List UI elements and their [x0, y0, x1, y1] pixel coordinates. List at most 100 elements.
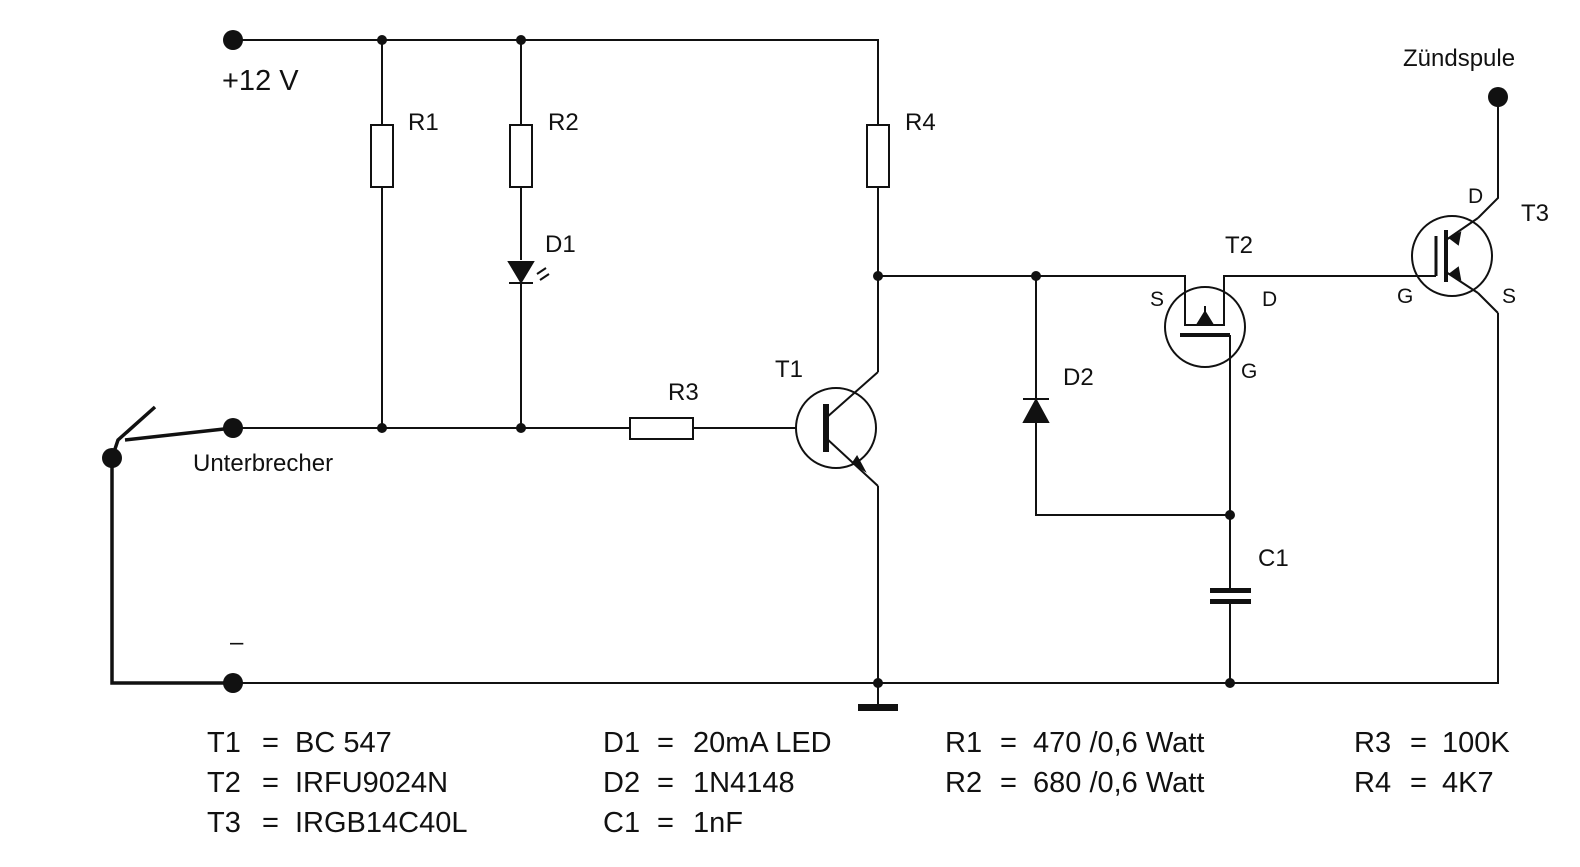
wire-collector-node [878, 275, 1186, 303]
wire-t3-drain [1477, 97, 1499, 219]
terminal-coil [1488, 87, 1508, 107]
transistor-t2 [1164, 286, 1246, 368]
transistor-t2-arrow [1195, 310, 1215, 326]
pin-t2-s: S [1150, 288, 1164, 311]
junction-collector [873, 271, 883, 281]
bom-value: 470 /0,6 Watt [1033, 727, 1204, 759]
junction-c1-top [1225, 510, 1235, 520]
bom-value: IRGB14C40L [295, 807, 468, 839]
bom-ref: D2 [603, 767, 640, 799]
wire-d2-branch [1035, 276, 1230, 516]
transistor-t1-arrow [851, 455, 867, 473]
bom-entry: R4 = 4K7 [1354, 767, 1494, 799]
junction-c1-bottom [1225, 678, 1235, 688]
wire-negative-rail [233, 313, 1499, 684]
label-d2: D2 [1063, 364, 1094, 391]
bom-ref: C1 [603, 807, 640, 839]
led-d1-rays [536, 267, 550, 281]
pin-t3-g: G [1397, 285, 1413, 308]
bom-entry: T2 = IRFU9024N [207, 767, 448, 799]
bom-ref: D1 [603, 727, 640, 759]
bom-value: 4K7 [1442, 767, 1494, 799]
junction-d2-top [1031, 271, 1041, 281]
parts-list: T1 = BC 547 T2 = IRFU9024N T3 = IRGB14C4… [207, 727, 1510, 839]
bom-entry: R2 = 680 /0,6 Watt [945, 767, 1204, 799]
bom-entry: C1 = 1nF [603, 807, 743, 839]
label-breaker: Unterbrecher [193, 450, 333, 477]
capacitor-c1 [1210, 588, 1251, 604]
pin-t3-d: D [1468, 185, 1483, 208]
wire-t2-drain [1223, 275, 1408, 303]
label-coil: Zündspule [1403, 45, 1515, 72]
wires [233, 39, 1499, 705]
junction-r1-bottom [377, 423, 387, 433]
bom-value: 1N4148 [693, 767, 795, 799]
capacitor-c1-plate-top [1210, 588, 1251, 593]
bom-sep: = [1410, 727, 1427, 759]
terminals [102, 30, 1508, 693]
bom-value: BC 547 [295, 727, 392, 759]
bom-value: 100K [1442, 727, 1510, 759]
terminal-supply [223, 30, 243, 50]
labels: +12 V Unterbrecher – Zündspule R1 R2 R4 … [193, 45, 1549, 656]
bom-sep: = [657, 727, 674, 759]
transistor-t3-arrow-down [1448, 266, 1462, 281]
bom-ref: R4 [1354, 767, 1391, 799]
led-d1-body [507, 261, 535, 284]
breaker-switch [110, 405, 234, 685]
label-r3: R3 [668, 379, 699, 406]
label-t1: T1 [775, 356, 803, 383]
bom-sep: = [657, 767, 674, 799]
resistors [370, 124, 890, 440]
bom-sep: = [262, 767, 279, 799]
bom-sep: = [1000, 767, 1017, 799]
diode-d2-body [1022, 397, 1050, 423]
label-r2: R2 [548, 109, 579, 136]
resistor-r2 [509, 124, 533, 188]
bom-entry: T3 = IRGB14C40L [207, 807, 468, 839]
bom-ref: R1 [945, 727, 982, 759]
terminal-breaker-pivot [102, 448, 122, 468]
bom-ref: R2 [945, 767, 982, 799]
capacitor-c1-plate-bottom [1210, 599, 1251, 604]
transistor-t1-emitter [825, 437, 879, 487]
breaker-contact [124, 426, 234, 442]
junction-r1-top [377, 35, 387, 45]
bom-sep: = [262, 727, 279, 759]
led-d1 [507, 261, 550, 284]
bom-entry: D2 = 1N4148 [603, 767, 795, 799]
bom-entry: D1 = 20mA LED [603, 727, 832, 759]
bom-entry: T1 = BC 547 [207, 727, 392, 759]
transistor-t3-arrow-up [1448, 231, 1462, 246]
bom-value: 1nF [693, 807, 743, 839]
bom-sep: = [1000, 727, 1017, 759]
wire-supply-rail [233, 39, 879, 125]
terminal-negative [223, 673, 243, 693]
junction-ground [873, 678, 883, 688]
bom-entry: R3 = 100K [1354, 727, 1510, 759]
transistor-t3-circle [1411, 215, 1493, 297]
transistor-t1-collector [825, 371, 879, 419]
resistor-r1 [370, 124, 394, 188]
pin-t3-s: S [1502, 285, 1516, 308]
bom-ref: T3 [207, 807, 241, 839]
bom-entry: R1 = 470 /0,6 Watt [945, 727, 1204, 759]
label-r1: R1 [408, 109, 439, 136]
wire-t3-source [1477, 292, 1499, 314]
junction-d1-bottom [516, 423, 526, 433]
bom-sep: = [1410, 767, 1427, 799]
resistor-r3 [629, 417, 694, 440]
bom-ref: T2 [207, 767, 241, 799]
transistor-t1 [795, 371, 879, 487]
ground-symbol [858, 704, 898, 711]
bom-sep: = [657, 807, 674, 839]
resistor-r4 [866, 124, 890, 188]
diode-d2 [1022, 397, 1050, 423]
pin-t2-g: G [1241, 360, 1257, 383]
label-d1: D1 [545, 231, 576, 258]
bom-value: IRFU9024N [295, 767, 448, 799]
label-c1: C1 [1258, 545, 1289, 572]
transistor-t3 [1408, 215, 1493, 297]
junction-r2-top [516, 35, 526, 45]
